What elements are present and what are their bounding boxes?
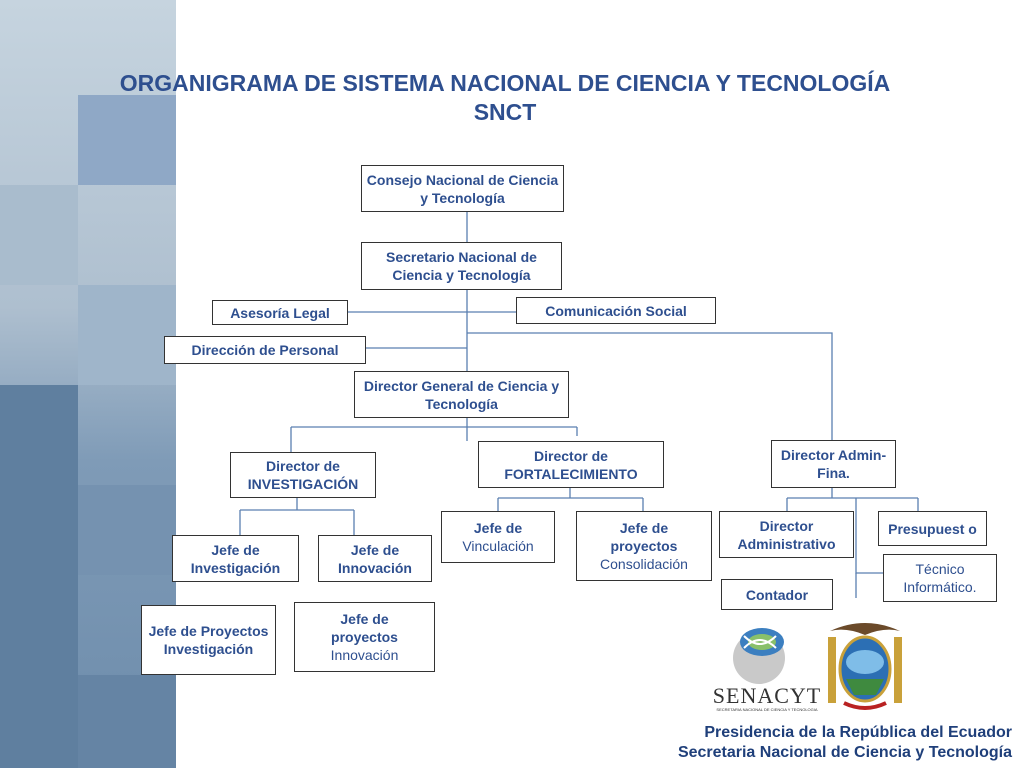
page-title: ORGANIGRAMA DE SISTEMA NACIONAL DE CIENC… bbox=[60, 69, 950, 127]
sidebar-block-1 bbox=[78, 95, 176, 185]
node-jefe-consolidacion: Jefe de proyectos Consolidación bbox=[576, 511, 712, 581]
node-director-investigacion: Director de INVESTIGACIÓN bbox=[230, 452, 376, 498]
ecuador-coat-of-arms-icon bbox=[828, 623, 902, 710]
sidebar-block-5 bbox=[78, 485, 176, 575]
senacyt-logo-name: SENACYT bbox=[712, 683, 822, 708]
senacyt-logo-subtitle: SECRETARIA NACIONAL DE CIENCIA Y TECNOLO… bbox=[716, 707, 818, 712]
connector-admin-fina bbox=[467, 332, 833, 440]
node-jefe-proyectos-investigacion: Jefe de Proyectos Investigación bbox=[141, 605, 276, 675]
node-jefe-vinculacion-title: Jefe de bbox=[473, 520, 523, 536]
node-jefe-consolidacion-title: Jefe de proyectos bbox=[610, 520, 678, 554]
node-comunicacion-social: Comunicación Social bbox=[516, 297, 716, 324]
footer-presidencia: Presidencia de la República del Ecuador bbox=[704, 724, 1012, 741]
node-jefe-proyectos-innovacion: Jefe de proyectos Innovación bbox=[294, 602, 435, 672]
title-line-1: ORGANIGRAMA DE SISTEMA NACIONAL DE CIENC… bbox=[119, 70, 891, 96]
title-line-2: SNCT bbox=[473, 99, 537, 125]
footer-secretaria: Secretaria Nacional de Ciencia y Tecnolo… bbox=[677, 744, 1012, 761]
senacyt-logo-icon bbox=[733, 628, 785, 684]
node-jefe-proyectos-innovacion-title: Jefe de proyectos bbox=[331, 611, 398, 645]
node-jefe-proyectos-innovacion-sub: Innovación bbox=[330, 647, 399, 663]
node-contador: Contador bbox=[721, 579, 833, 610]
node-jefe-vinculacion: Jefe de Vinculación bbox=[441, 511, 555, 563]
node-jefe-innovacion: Jefe de Innovación bbox=[318, 535, 432, 582]
node-direccion-personal: Dirección de Personal bbox=[164, 336, 366, 364]
node-asesoria-legal: Asesoría Legal bbox=[212, 300, 348, 325]
node-director-general: Director General de Ciencia y Tecnología bbox=[354, 371, 569, 418]
sidebar-block-2 bbox=[0, 185, 78, 285]
sidebar-block-4 bbox=[0, 385, 78, 768]
node-director-fortalecimiento: Director de FORTALECIMIENTO bbox=[478, 441, 664, 488]
node-secretario: Secretario Nacional de Ciencia y Tecnolo… bbox=[361, 242, 562, 290]
node-jefe-investigacion: Jefe de Investigación bbox=[172, 535, 299, 582]
node-director-administrativo: Director Administrativo bbox=[719, 511, 854, 558]
node-director-admin-fina: Director Admin-Fina. bbox=[771, 440, 896, 488]
node-jefe-vinculacion-sub: Vinculación bbox=[462, 538, 534, 554]
sidebar-block-6 bbox=[78, 675, 176, 768]
node-tecnico-informatico: Técnico Informático. bbox=[883, 554, 997, 602]
node-presupuesto: Presupuest o bbox=[878, 511, 987, 546]
node-jefe-consolidacion-sub: Consolidación bbox=[600, 556, 688, 572]
node-consejo: Consejo Nacional de Ciencia y Tecnología bbox=[361, 165, 564, 212]
sidebar-block-3 bbox=[78, 285, 176, 385]
